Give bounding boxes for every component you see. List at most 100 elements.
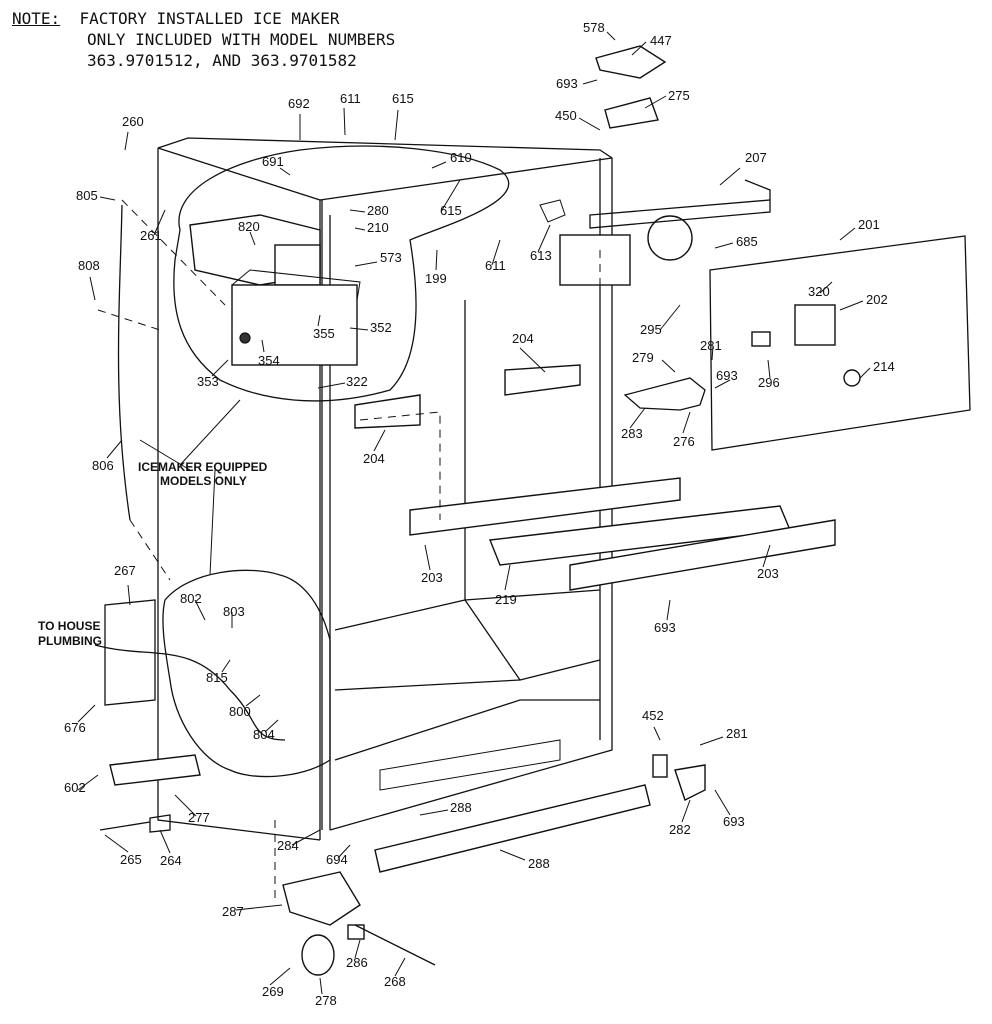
part-label-202: 202 xyxy=(866,292,888,307)
part-label-802: 802 xyxy=(180,591,202,606)
control-box-icon xyxy=(794,304,836,346)
part-label-685: 685 xyxy=(736,234,758,249)
leader-201 xyxy=(839,227,856,241)
part-label-201: 201 xyxy=(858,217,880,232)
shelf-rails-icon xyxy=(354,364,836,591)
leader-268 xyxy=(394,957,406,977)
leader-276 xyxy=(682,411,691,434)
part-label-207: 207 xyxy=(745,150,767,165)
leader-260 xyxy=(124,131,129,151)
leader-214 xyxy=(859,367,871,379)
part-label-693: 693 xyxy=(556,76,578,91)
leader-320 xyxy=(819,281,833,294)
part-label-602: 602 xyxy=(64,780,86,795)
part-label-219: 219 xyxy=(495,592,517,607)
part-452-icon xyxy=(652,754,668,778)
leader-354 xyxy=(261,339,265,353)
leader-573 xyxy=(354,261,378,267)
leader-685 xyxy=(714,242,734,249)
part-label-808: 808 xyxy=(78,258,100,273)
part-label-676: 676 xyxy=(64,720,86,735)
part-label-352: 352 xyxy=(370,320,392,335)
part-label-447: 447 xyxy=(650,33,672,48)
part-label-265: 265 xyxy=(120,852,142,867)
side-panel-outline xyxy=(104,599,156,706)
part-label-355: 355 xyxy=(313,326,335,341)
part-label-279: 279 xyxy=(632,350,654,365)
bottom-hinge-icon xyxy=(674,764,706,801)
leader-611 xyxy=(343,107,346,136)
part-label-269: 269 xyxy=(262,984,284,999)
roller-bracket-icon xyxy=(282,871,361,926)
leader-352 xyxy=(349,327,369,331)
part-286-icon xyxy=(347,924,365,940)
icemaker-equipped-line1: ICEMAKER EQUIPPED xyxy=(138,460,268,474)
part-label-820: 820 xyxy=(238,219,260,234)
part-label-295: 295 xyxy=(640,322,662,337)
leader-694 xyxy=(337,844,351,859)
leader-815 xyxy=(221,659,231,673)
leader-322 xyxy=(317,382,346,389)
note-line-1: NOTE: FACTORY INSTALLED ICE MAKER xyxy=(12,8,395,29)
note-label: NOTE: xyxy=(12,9,61,28)
damper-control-icon xyxy=(623,377,706,411)
leader-602 xyxy=(77,774,99,791)
leader-269 xyxy=(269,967,291,986)
leader-615 xyxy=(394,109,399,141)
leader-204 xyxy=(373,429,386,452)
part-label-199: 199 xyxy=(425,271,447,286)
top-hinge-icon xyxy=(595,45,667,129)
part-label-615: 615 xyxy=(440,203,462,218)
part-label-204: 204 xyxy=(512,331,534,346)
leader-204 xyxy=(519,347,546,373)
part-label-296: 296 xyxy=(758,375,780,390)
leader-613 xyxy=(537,224,551,253)
leader-450 xyxy=(578,117,601,131)
leader-267 xyxy=(127,584,131,606)
water-tube-icon xyxy=(117,204,131,521)
leader-284 xyxy=(291,829,321,846)
fan-motor-icon xyxy=(539,199,693,286)
part-label-210: 210 xyxy=(367,220,389,235)
part-label-277: 277 xyxy=(188,810,210,825)
part-label-354: 354 xyxy=(258,353,280,368)
leader-283 xyxy=(629,407,646,429)
part-label-615: 615 xyxy=(392,91,414,106)
leader-353 xyxy=(211,359,229,377)
leader-802 xyxy=(194,599,206,621)
leader-693 xyxy=(714,789,731,816)
leader-288 xyxy=(419,809,449,816)
icemaker-assembly-icon xyxy=(189,214,361,366)
leveling-screw-2-icon xyxy=(354,924,436,966)
part-label-578: 578 xyxy=(583,20,605,35)
part-label-611: 611 xyxy=(340,91,361,106)
grille-icon xyxy=(374,784,651,873)
leader-578 xyxy=(606,31,616,41)
leader-261 xyxy=(153,209,166,236)
leader-820 xyxy=(249,231,256,246)
leader-210 xyxy=(354,227,366,231)
part-label-283: 283 xyxy=(621,426,643,441)
part-label-806: 806 xyxy=(92,458,114,473)
evaporator-coil-icon xyxy=(589,179,771,229)
part-label-287: 287 xyxy=(222,904,244,919)
leader-lines xyxy=(77,31,871,995)
leader-219 xyxy=(504,564,511,591)
leader-295 xyxy=(659,304,681,331)
leader-281 xyxy=(711,345,714,361)
leader-286 xyxy=(354,939,361,959)
part-label-281: 281 xyxy=(726,726,748,741)
part-label-805: 805 xyxy=(76,188,98,203)
leader-279 xyxy=(661,359,676,373)
part-label-803: 803 xyxy=(223,604,245,619)
part-label-284: 284 xyxy=(277,838,299,853)
leader-278 xyxy=(319,977,323,995)
part-label-275: 275 xyxy=(668,88,690,103)
leader-281 xyxy=(699,736,724,746)
part-label-204: 204 xyxy=(363,451,385,466)
part-label-691: 691 xyxy=(262,154,284,169)
part-label-692: 692 xyxy=(288,96,310,111)
part-label-280: 280 xyxy=(367,203,389,218)
leader-808 xyxy=(89,276,96,301)
